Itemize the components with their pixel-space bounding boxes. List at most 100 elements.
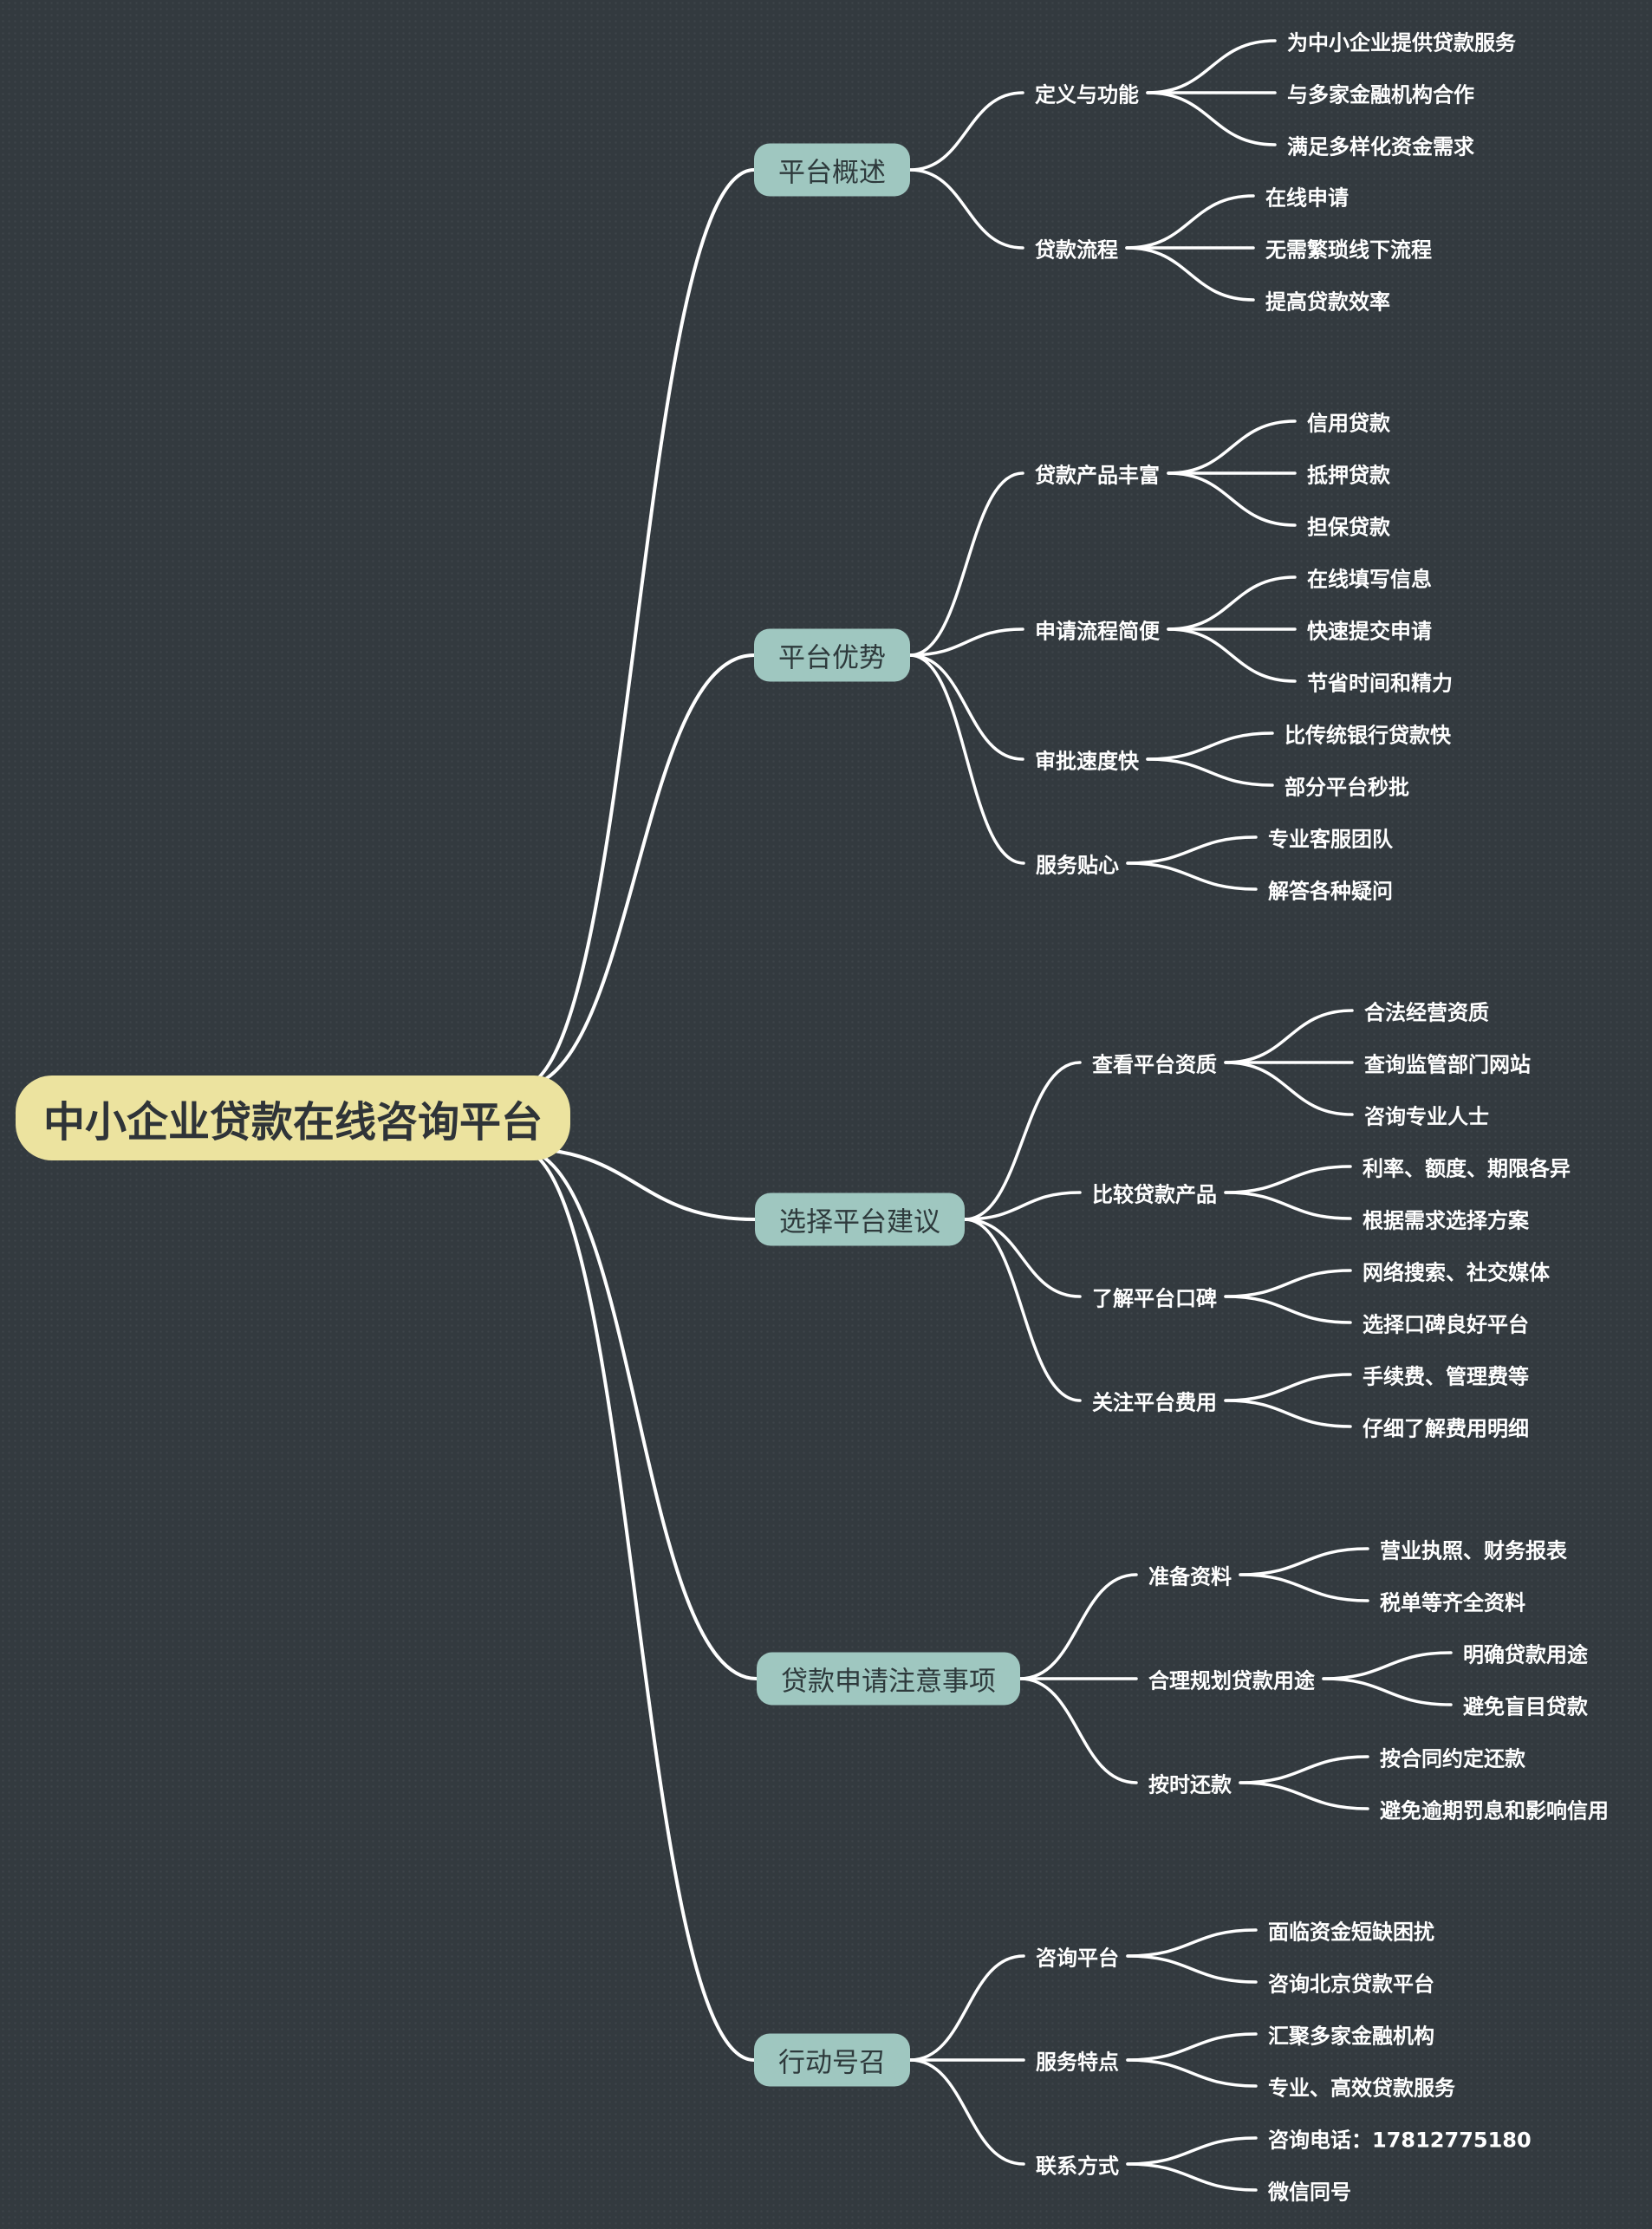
subtopic-reputation[interactable]: 了解平台口碑 — [1092, 1286, 1217, 1311]
leaf-item[interactable]: 明确贷款用途 — [1463, 1642, 1588, 1667]
leaf-item[interactable]: 根据需求选择方案 — [1363, 1208, 1529, 1233]
leaf-item[interactable]: 信用贷款 — [1307, 411, 1390, 436]
leaf-item[interactable]: 在线申请 — [1265, 185, 1349, 211]
connector-line — [517, 1147, 757, 1221]
leaf-item[interactable]: 面临资金短缺困扰 — [1268, 1920, 1434, 1945]
connector-line — [1125, 194, 1255, 250]
branch-platform-selection-advice[interactable]: 选择平台建议 — [755, 1192, 965, 1246]
subtopic-repay-on-time[interactable]: 按时还款 — [1148, 1772, 1232, 1797]
leaf-item[interactable]: 选择口碑良好平台 — [1363, 1312, 1529, 1337]
branch-call-to-action[interactable]: 行动号召 — [754, 2033, 910, 2087]
connector-line — [1167, 419, 1297, 475]
branch-application-notes[interactable]: 贷款申请注意事项 — [757, 1652, 1020, 1706]
connector-line — [1126, 1954, 1258, 1984]
connector-line — [1167, 471, 1297, 527]
leaf-item[interactable]: 手续费、管理费等 — [1363, 1364, 1529, 1389]
leaf-item[interactable]: 避免逾期罚息和影响信用 — [1380, 1798, 1609, 1823]
subtopic-definition-function[interactable]: 定义与功能 — [1035, 82, 1139, 107]
leaf-item[interactable]: 避免盲目贷款 — [1463, 1694, 1588, 1719]
leaf-item[interactable]: 专业、高效贷款服务 — [1268, 2076, 1455, 2101]
connector-line — [1239, 1547, 1369, 1576]
connector-line — [908, 653, 1025, 865]
leaf-item[interactable]: 合法经营资质 — [1364, 1000, 1489, 1025]
connector-line — [1126, 835, 1258, 865]
connector-line — [517, 653, 756, 1089]
connector-line — [1167, 627, 1297, 683]
subtopic-rich-products[interactable]: 贷款产品丰富 — [1035, 463, 1160, 488]
leaf-item[interactable]: 无需繁琐线下流程 — [1265, 237, 1432, 263]
connector-line — [1224, 1165, 1352, 1194]
subtopic-fast-approval[interactable]: 审批速度快 — [1035, 749, 1139, 774]
leaf-item[interactable]: 担保贷款 — [1307, 515, 1390, 540]
subtopic-check-qualification[interactable]: 查看平台资质 — [1092, 1052, 1217, 1077]
subtopic-contact-info[interactable]: 联系方式 — [1036, 2154, 1119, 2179]
leaf-item[interactable]: 专业客服团队 — [1268, 827, 1393, 852]
connector-line — [1146, 91, 1277, 146]
subtopic-service-features[interactable]: 服务特点 — [1036, 2050, 1119, 2075]
leaf-item[interactable]: 比传统银行贷款快 — [1285, 723, 1451, 748]
connector-line — [1146, 757, 1274, 787]
subtopic-plan-loan-use[interactable]: 合理规划贷款用途 — [1148, 1668, 1315, 1693]
subtopic-consult-platform[interactable]: 咨询平台 — [1036, 1946, 1119, 1971]
connector-line — [963, 1218, 1082, 1402]
leaf-item[interactable]: 查询监管部门网站 — [1364, 1052, 1531, 1077]
leaf-item[interactable]: 快速提交申请 — [1307, 619, 1432, 644]
connector-line — [1322, 1651, 1453, 1680]
connector-line — [908, 168, 1024, 250]
subtopic-attentive-service[interactable]: 服务贴心 — [1036, 853, 1119, 878]
leaf-item[interactable]: 在线填写信息 — [1307, 567, 1432, 592]
connector-line — [908, 471, 1024, 657]
connector-line — [1224, 1295, 1352, 1324]
leaf-item[interactable]: 网络搜索、社交媒体 — [1363, 1260, 1550, 1285]
leaf-item[interactable]: 利率、额度、期限各异 — [1363, 1156, 1571, 1181]
leaf-item[interactable]: 税单等齐全资料 — [1380, 1590, 1525, 1615]
connector-line — [1126, 2058, 1258, 2088]
connector-line — [1224, 1191, 1352, 1220]
leaf-item[interactable]: 咨询专业人士 — [1364, 1104, 1489, 1129]
connector-line — [963, 1061, 1082, 1221]
branch-platform-overview[interactable]: 平台概述 — [754, 143, 910, 197]
connector-line — [1126, 2136, 1258, 2166]
branch-platform-advantages[interactable]: 平台优势 — [754, 628, 910, 682]
subtopic-simple-application[interactable]: 申请流程简便 — [1035, 619, 1160, 644]
connector-line — [908, 627, 1024, 657]
subtopic-compare-products[interactable]: 比较贷款产品 — [1092, 1182, 1217, 1207]
subtopic-loan-process[interactable]: 贷款流程 — [1035, 237, 1118, 263]
connector-line — [1018, 1573, 1138, 1680]
leaf-item[interactable]: 满足多样化资金需求 — [1287, 134, 1474, 159]
leaf-item[interactable]: 按合同约定还款 — [1380, 1746, 1525, 1771]
leaf-item[interactable]: 解答各种疑问 — [1268, 879, 1393, 904]
connector-line — [1126, 1928, 1258, 1958]
connector-line — [908, 91, 1024, 172]
connector-line — [1126, 861, 1258, 891]
connector-line — [1239, 1781, 1369, 1810]
connector-line — [963, 1191, 1082, 1221]
connector-line — [517, 168, 756, 1089]
connector-line — [517, 1147, 758, 1680]
leaf-item[interactable]: 汇聚多家金融机构 — [1268, 2024, 1434, 2049]
connector-line — [1125, 246, 1255, 302]
leaf-item[interactable]: 为中小企业提供贷款服务 — [1287, 30, 1516, 55]
connector-line — [908, 1954, 1025, 2062]
leaf-item[interactable]: 营业执照、财务报表 — [1380, 1538, 1567, 1563]
leaf-item[interactable]: 咨询北京贷款平台 — [1268, 1972, 1434, 1997]
leaf-item[interactable]: 仔细了解费用明细 — [1363, 1416, 1529, 1441]
leaf-item[interactable]: 节省时间和精力 — [1307, 671, 1453, 696]
leaf-item[interactable]: 抵押贷款 — [1307, 463, 1390, 488]
connector-line — [1126, 2162, 1258, 2192]
connector-line — [908, 2058, 1025, 2166]
root-topic[interactable]: 中小企业贷款在线咨询平台 — [15, 1076, 571, 1160]
leaf-item[interactable]: 与多家金融机构合作 — [1287, 82, 1474, 107]
leaf-item[interactable]: 部分平台秒批 — [1285, 775, 1409, 800]
leaf-item[interactable]: 提高贷款效率 — [1265, 289, 1390, 315]
leaf-item[interactable]: 微信同号 — [1268, 2180, 1351, 2205]
connector-line — [1224, 1061, 1354, 1116]
subtopic-prepare-documents[interactable]: 准备资料 — [1148, 1564, 1232, 1589]
connector-line — [1224, 1269, 1352, 1298]
connector-line — [517, 1147, 756, 2062]
subtopic-platform-fees[interactable]: 关注平台费用 — [1092, 1390, 1217, 1415]
leaf-item[interactable]: 咨询电话：17812775180 — [1268, 2128, 1532, 2153]
connector-line — [1126, 2032, 1258, 2062]
